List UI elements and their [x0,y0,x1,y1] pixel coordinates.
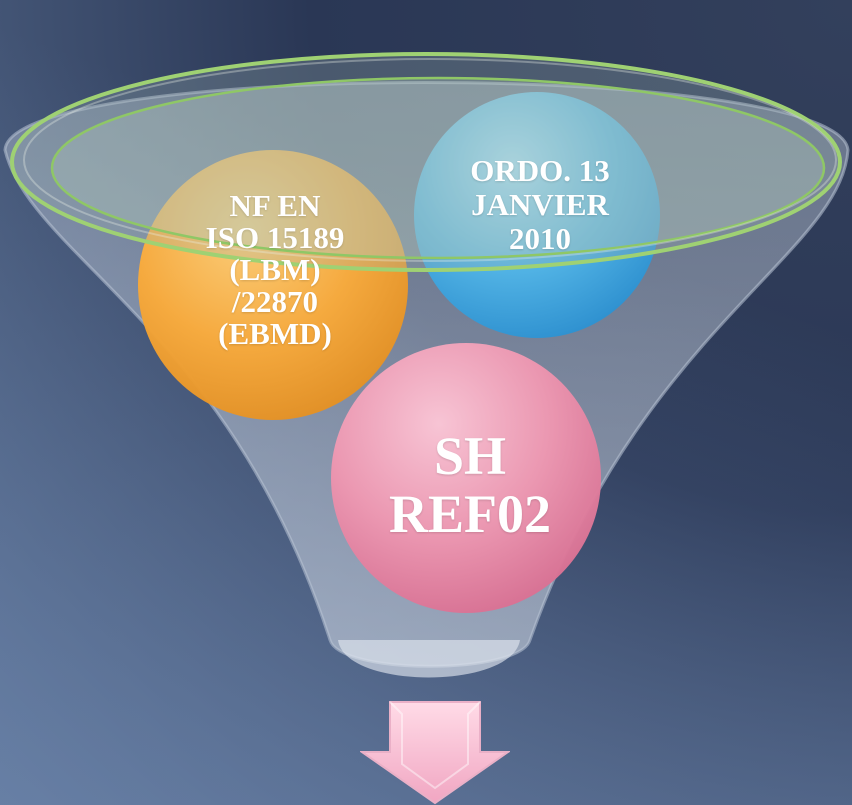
circle-orange [138,150,408,420]
funnel-rim-highlight [23,58,837,262]
circle-blue [414,92,660,338]
funnel-rim-outer [10,52,842,272]
down-arrow-icon [360,701,510,805]
funnel-rim-inner [50,76,826,260]
circle-pink [331,343,601,613]
circle-blue-label: ORDO. 13 JANVIER 2010 [470,153,610,256]
funnel-spout [338,640,520,678]
circle-orange-label: NF EN ISO 15189 (LBM) /22870 (EBMD) [205,188,345,351]
circle-pink-label: SH REF02 [389,426,551,544]
